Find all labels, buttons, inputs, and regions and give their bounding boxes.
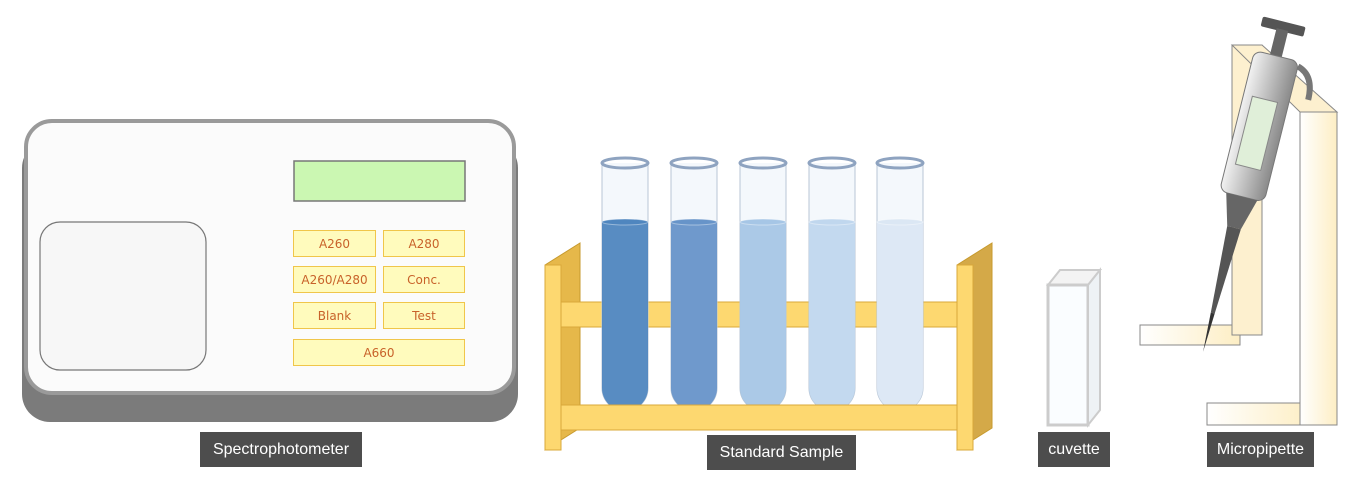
a280-button[interactable]: A280 [383,230,465,257]
display-screen [293,160,466,202]
test-tube[interactable] [669,156,719,412]
test-tube[interactable] [875,156,925,412]
test-tube[interactable] [807,156,857,412]
spectrophotometer-label: Spectrophotometer [200,432,362,467]
a660-button[interactable]: A660 [293,339,465,366]
rack-front [544,242,993,451]
sample-compartment[interactable] [39,221,207,371]
test-tube[interactable] [738,156,788,412]
test-tube[interactable] [600,156,650,412]
conc-button[interactable]: Conc. [383,266,465,293]
cuvette[interactable] [1045,267,1103,428]
a260-a280-button[interactable]: A260/A280 [293,266,376,293]
cuvette-label: cuvette [1038,432,1110,467]
micropipette-label: Micropipette [1207,432,1314,467]
a260-button[interactable]: A260 [293,230,376,257]
test-button[interactable]: Test [383,302,465,329]
micropipette[interactable] [1181,16,1325,361]
blank-button[interactable]: Blank [293,302,376,329]
standard-sample-label: Standard Sample [707,435,856,470]
